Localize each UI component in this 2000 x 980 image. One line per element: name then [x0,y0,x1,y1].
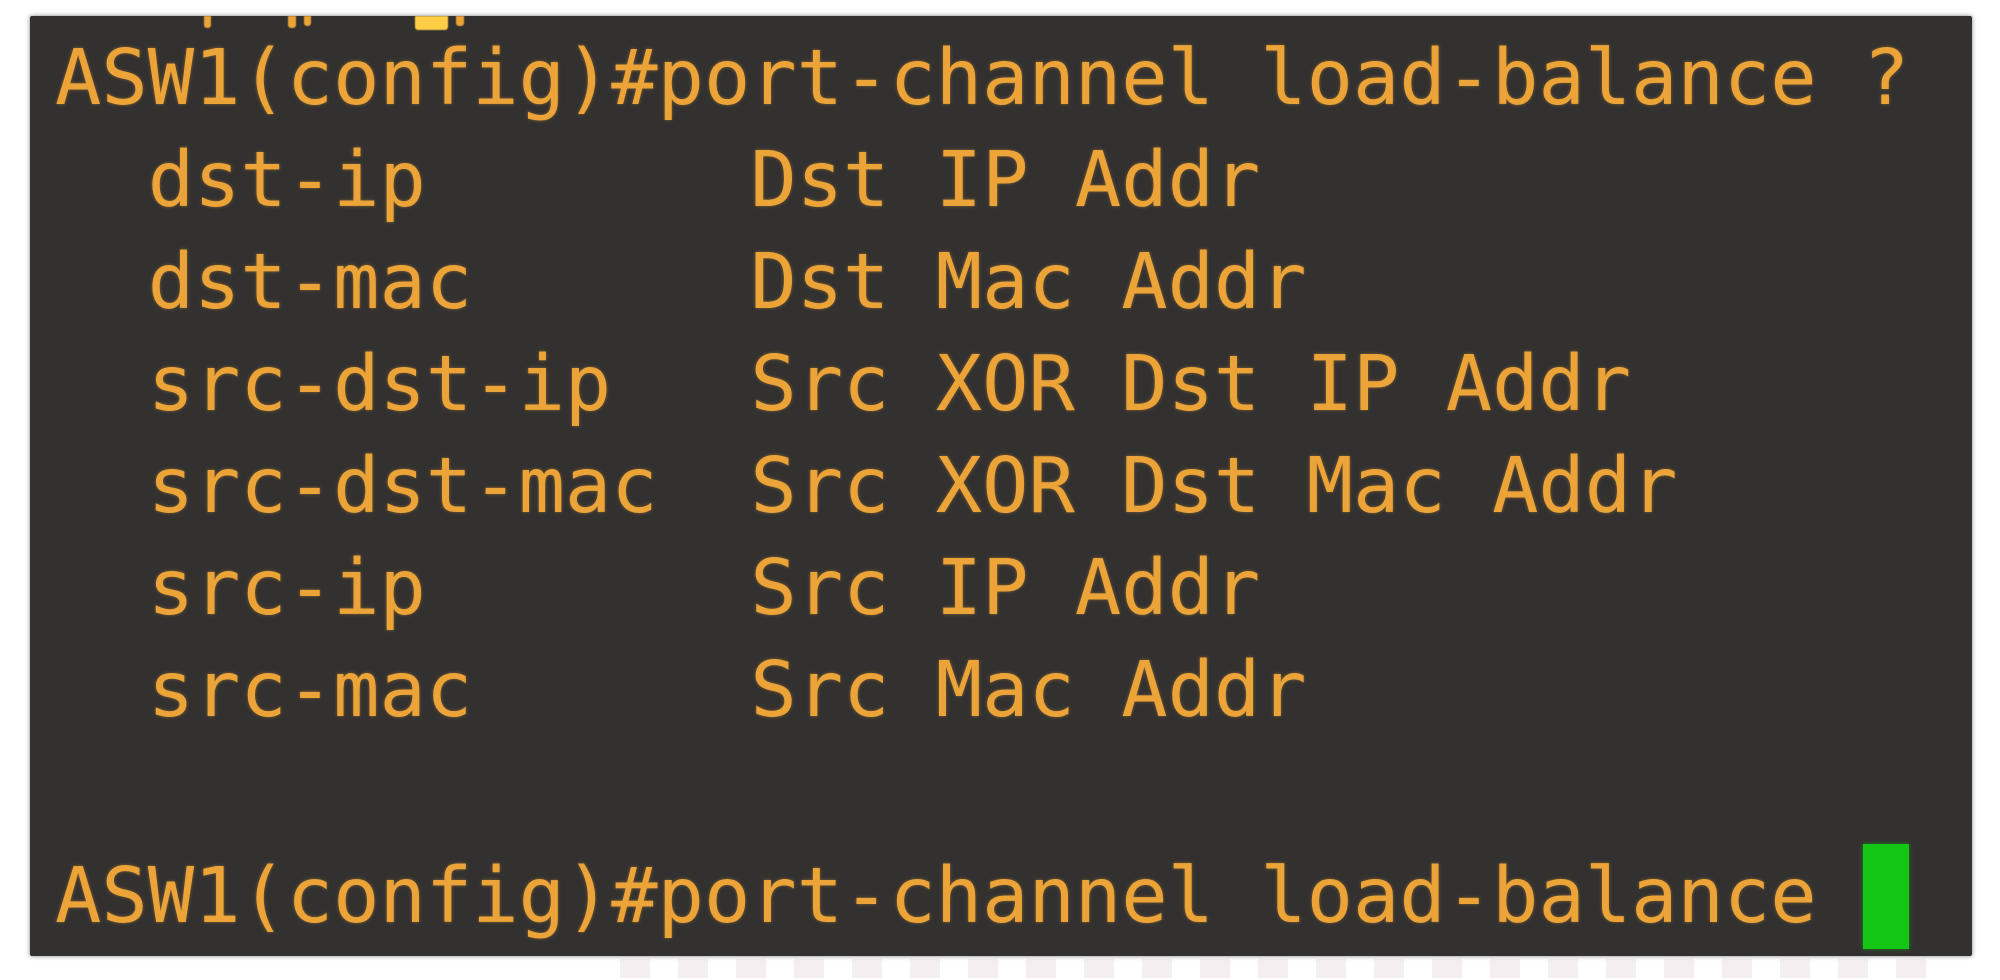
cli-prompt: ASW1(config)# [55,852,658,941]
help-keyword: src-ip [147,544,426,633]
help-keyword: src-dst-mac [147,442,658,531]
terminal-screen: ASW1(config)#port-channel load-balance ?… [55,28,1967,949]
blank-line [55,742,1967,844]
help-row-dst-ip: dst-ip Dst IP Addr [55,130,1967,232]
help-description: Dst IP Addr [750,136,1261,225]
help-keyword: src-dst-ip [147,340,612,429]
text-fragment [415,16,448,30]
help-keyword: src-mac [147,646,473,735]
text-fragment [456,16,464,26]
help-row-src-dst-mac: src-dst-mac Src XOR Dst Mac Addr [55,436,1967,538]
help-row-src-mac: src-mac Src Mac Addr [55,640,1967,742]
help-description: Src XOR Dst Mac Addr [750,442,1678,531]
cli-command-text: port-channel load-balance ? [657,34,1910,123]
cli-input-text: port-channel load-balance [657,852,1863,941]
help-description: Dst Mac Addr [750,238,1307,327]
terminal-cursor [1862,844,1910,949]
help-keyword: dst-ip [147,136,426,225]
help-description: Src IP Addr [750,544,1261,633]
text-fragment [288,16,296,28]
help-description: Src XOR Dst IP Addr [750,340,1632,429]
help-row-dst-mac: dst-mac Dst Mac Addr [55,232,1967,334]
help-row-src-ip: src-ip Src IP Addr [55,538,1967,640]
text-fragment [304,16,311,26]
compression-artifact-strip [620,959,1930,978]
cli-line-help-query: ASW1(config)#port-channel load-balance ? [55,28,1967,130]
help-row-src-dst-ip: src-dst-ip Src XOR Dst IP Addr [55,334,1967,436]
cli-prompt: ASW1(config)# [55,34,658,123]
cli-line-current-input[interactable]: ASW1(config)#port-channel load-balance [55,844,1967,949]
help-description: Src Mac Addr [750,646,1307,735]
help-keyword: dst-mac [147,238,473,327]
text-fragment [204,16,211,28]
terminal-window[interactable]: ASW1(config)#port-channel load-balance ?… [30,16,1972,956]
